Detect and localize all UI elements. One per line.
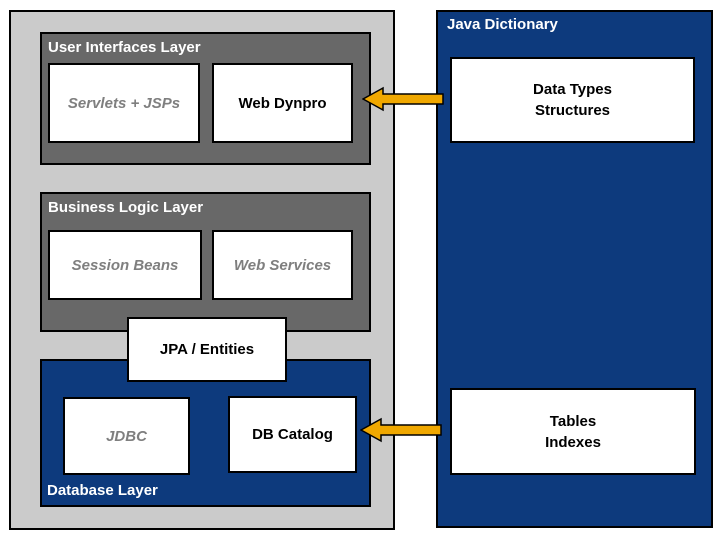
jdbc-label: JDBC [106, 427, 147, 445]
application-stack-container: User Interfaces Layer Servlets + JSPs We… [9, 10, 395, 530]
data-types-line: Data Types [533, 81, 612, 98]
user-interfaces-layer-title: User Interfaces Layer [48, 39, 201, 56]
servlets-jsps-label: Servlets + JSPs [67, 94, 181, 112]
business-logic-layer-title: Business Logic Layer [48, 199, 204, 216]
jdbc-box: JDBC [63, 397, 190, 475]
db-catalog-label: DB Catalog [252, 426, 333, 443]
user-interfaces-layer: User Interfaces Layer Servlets + JSPs We… [40, 32, 371, 165]
database-layer-title: Database Layer [47, 482, 158, 499]
business-logic-layer: Business Logic Layer Session Beans Web S… [40, 192, 371, 332]
web-services-label: Web Services [233, 256, 332, 274]
java-dictionary-title: Java Dictionary [447, 16, 558, 33]
jpa-entities-label: JPA / Entities [159, 341, 255, 358]
web-dynpro-label: Web Dynpro [238, 94, 327, 112]
arrow-left-icon [362, 86, 444, 112]
session-beans-box: Session Beans [48, 230, 202, 300]
tables-line: Tables [549, 412, 597, 430]
web-services-box: Web Services [212, 230, 353, 300]
jpa-entities-box: JPA / Entities [127, 317, 287, 382]
database-layer: JDBC DB Catalog Database Layer [40, 359, 371, 507]
indexes-line: Indexes [545, 433, 601, 451]
java-dictionary-panel: Java Dictionary Data Types Structures Ta… [436, 10, 713, 528]
web-dynpro-box: Web Dynpro [212, 63, 353, 143]
arrow-left-icon [360, 417, 442, 443]
tables-indexes-box: Tables Indexes [450, 388, 696, 475]
data-types-structures-box: Data Types Structures [450, 57, 695, 143]
servlets-jsps-box: Servlets + JSPs [48, 63, 200, 143]
structures-line: Structures [534, 102, 611, 119]
session-beans-label: Session Beans [71, 256, 179, 274]
db-catalog-box: DB Catalog [228, 396, 357, 473]
